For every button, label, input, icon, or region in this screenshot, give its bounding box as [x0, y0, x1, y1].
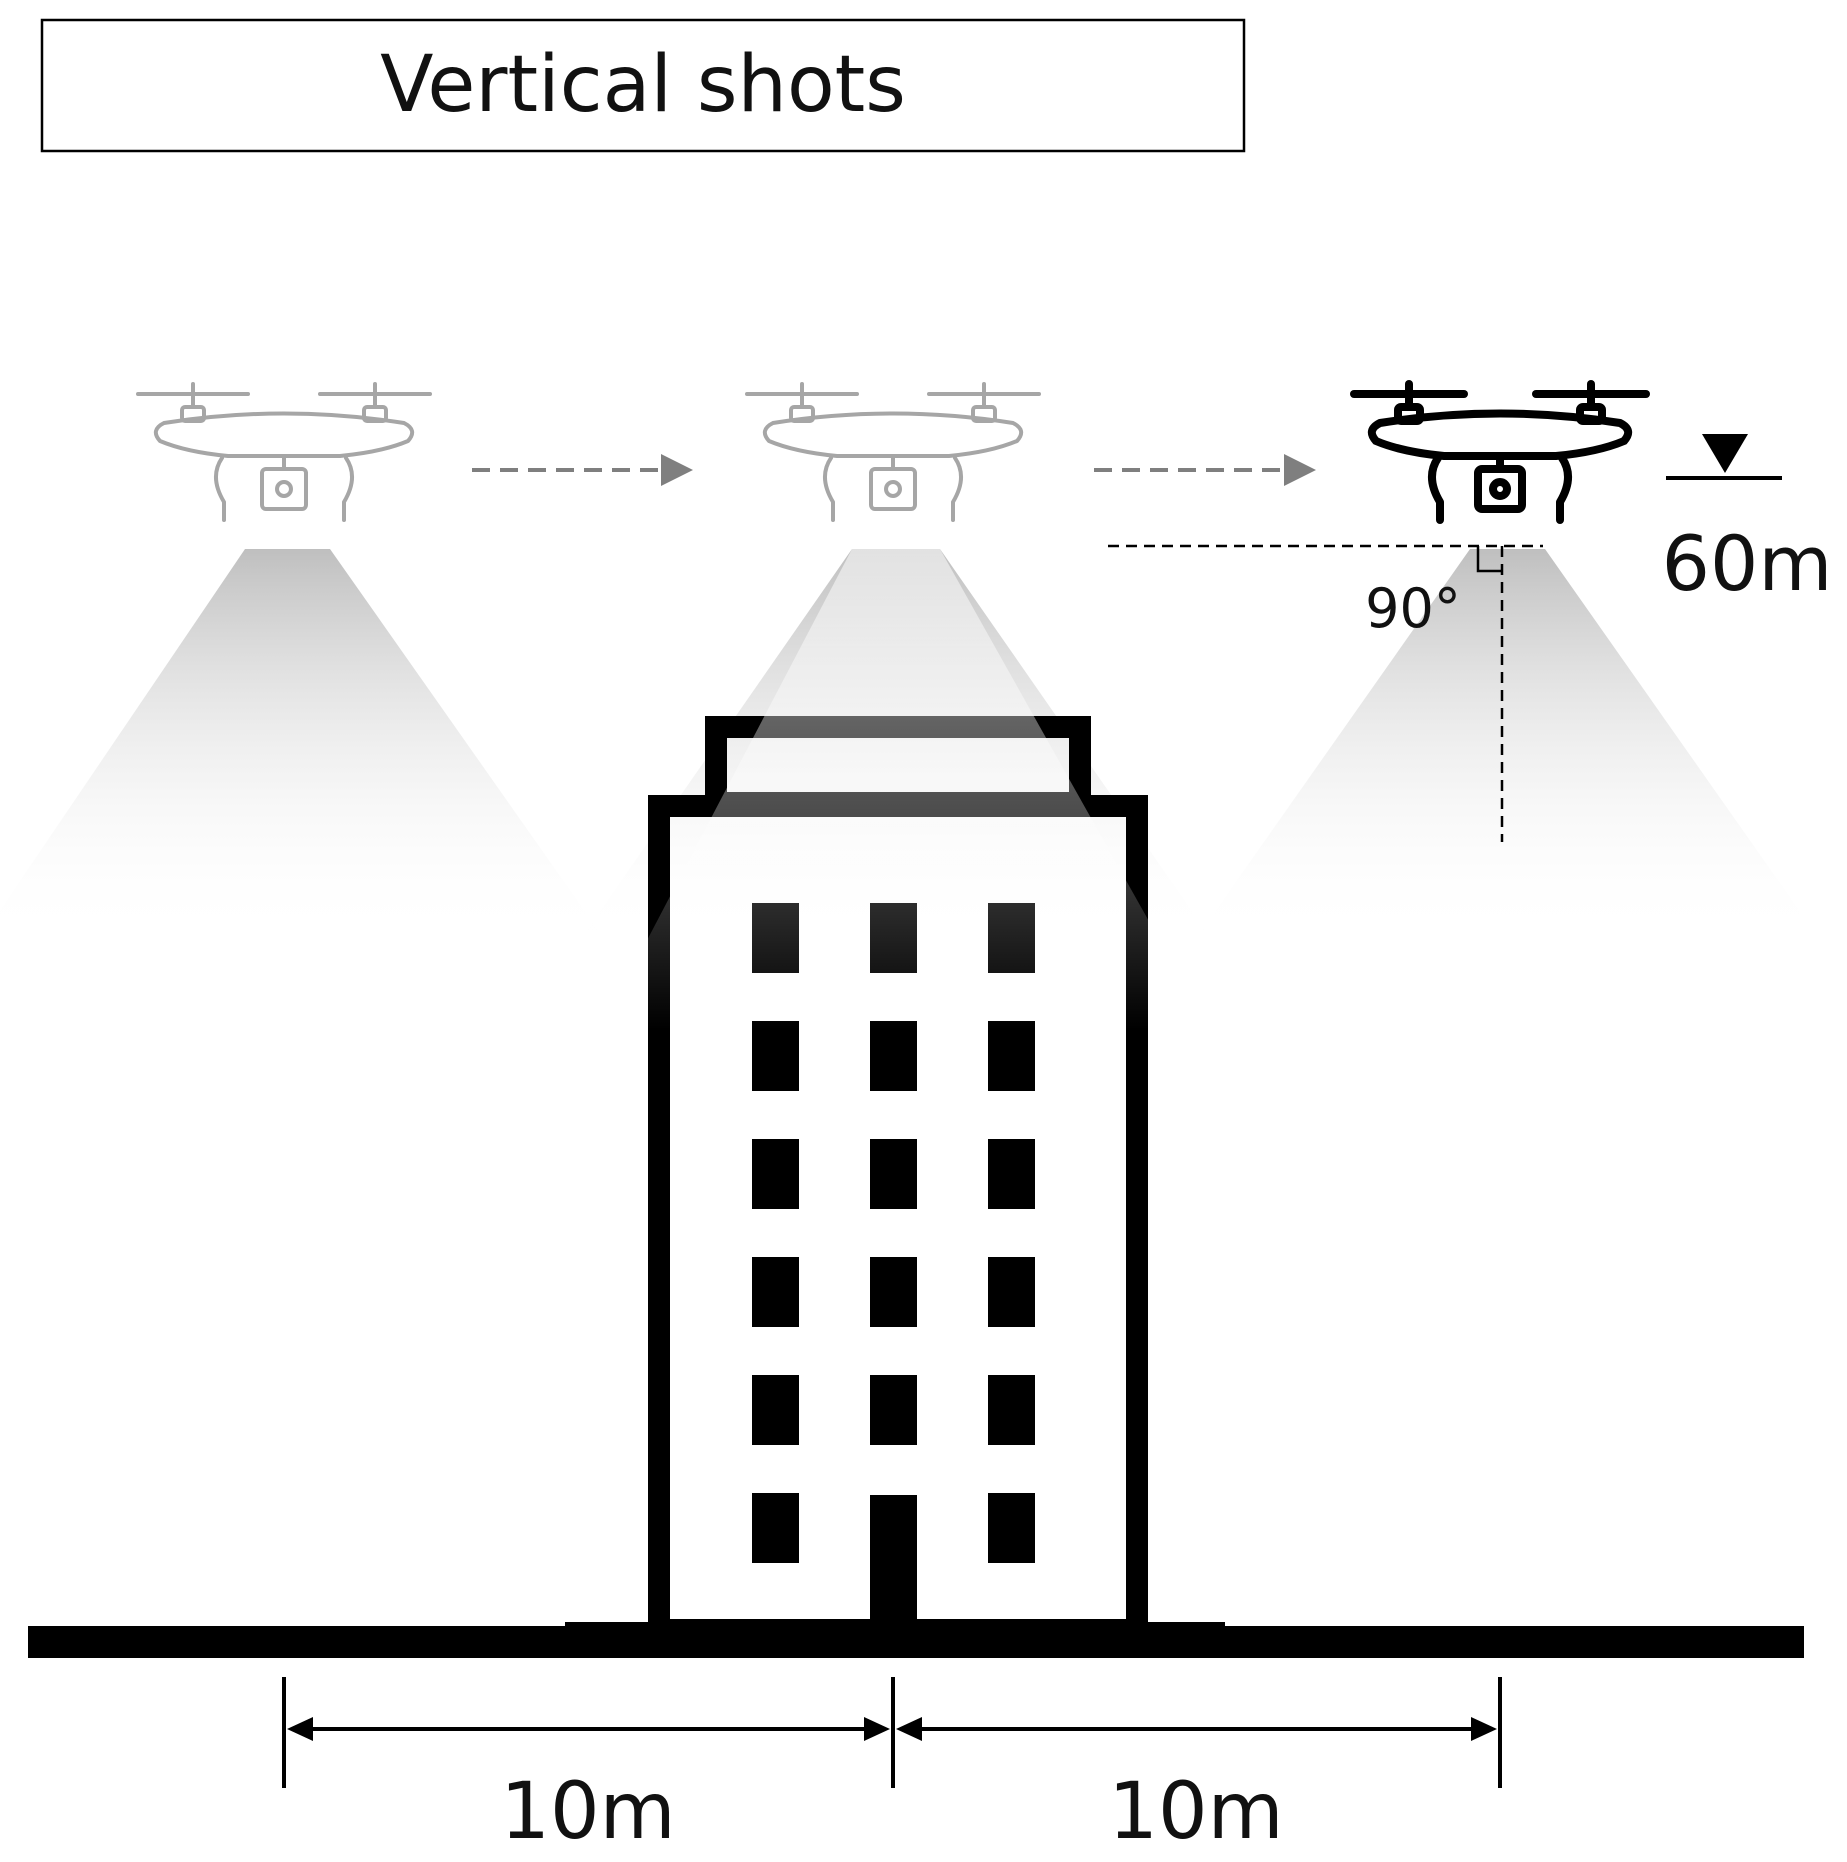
distance-label-right: 10m: [1108, 1767, 1283, 1857]
camera-cone-overlay: [600, 549, 1210, 1030]
drone-position-3: [1354, 384, 1646, 520]
angle-label: 90°: [1365, 577, 1461, 640]
dimension-arrowheads: [287, 1717, 1497, 1741]
distance-label-left: 10m: [500, 1767, 675, 1857]
altitude-label: 60m: [1662, 519, 1833, 608]
camera-cone-1: [0, 549, 605, 940]
building-window: [988, 1139, 1035, 1209]
drone-icon: [745, 382, 1041, 522]
camera-icon: [1478, 469, 1522, 509]
drone-position-1: [136, 382, 432, 522]
building-window: [988, 1375, 1035, 1445]
camera-icon: [869, 467, 917, 511]
distance-dimensions: [282, 1677, 1502, 1788]
building-window: [988, 1021, 1035, 1091]
building-window: [870, 1375, 917, 1445]
building-window: [870, 1021, 917, 1091]
building-window: [752, 1375, 799, 1445]
title: Vertical shots: [380, 40, 906, 130]
camera-icon: [260, 467, 308, 511]
building-door: [870, 1495, 917, 1630]
building-window: [752, 1139, 799, 1209]
camera-cone-3: [1195, 549, 1820, 940]
building-window: [870, 1257, 917, 1327]
right-angle-icon: [1476, 546, 1502, 573]
building-window: [870, 1139, 917, 1209]
building-window: [752, 1493, 799, 1563]
drone-position-2: [745, 382, 1041, 522]
drone-icon: [136, 382, 432, 522]
ground-marker-icon: [1702, 434, 1748, 473]
building-window: [988, 1257, 1035, 1327]
building-window: [752, 1021, 799, 1091]
building-window: [752, 1257, 799, 1327]
building-window: [988, 1493, 1035, 1563]
title-box: [40, 18, 1246, 153]
